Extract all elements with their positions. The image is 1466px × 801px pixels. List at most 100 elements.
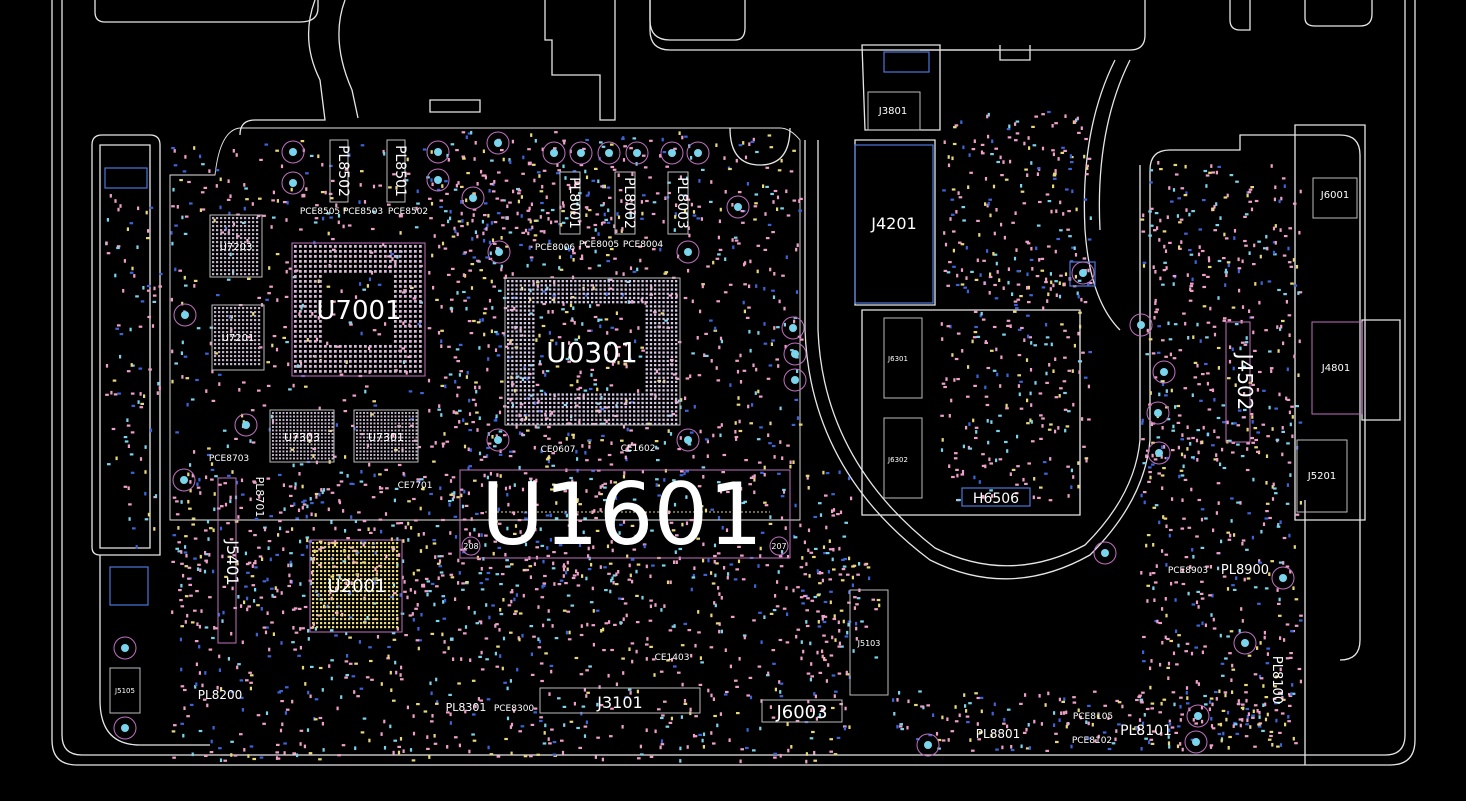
bga-ball (616, 292, 619, 295)
smd-pad (702, 542, 705, 547)
bga-ball (544, 292, 548, 295)
bga-ball (557, 414, 560, 417)
smd-pad (950, 198, 955, 201)
smd-pad (127, 444, 130, 448)
smd-pad (234, 437, 238, 440)
smd-pad (740, 210, 745, 213)
bga-ball (591, 284, 594, 287)
smd-pad (1224, 271, 1228, 274)
smd-pad (520, 195, 523, 199)
bga-ball (637, 397, 640, 400)
smd-pad (468, 429, 472, 432)
smd-pad (1161, 426, 1164, 430)
smd-pad (500, 199, 504, 202)
smd-pad (579, 164, 584, 167)
smd-pad (1045, 322, 1048, 327)
bga-ball (532, 410, 535, 413)
smd-pad (1180, 474, 1185, 477)
bga-ball (675, 401, 678, 405)
bga-ball (582, 414, 585, 417)
bga-ball (519, 301, 522, 304)
bga-ball (515, 347, 518, 350)
smd-pad (694, 643, 697, 648)
smd-pad (282, 201, 287, 204)
smd-pad (1020, 326, 1024, 330)
smd-pad (700, 217, 703, 221)
bga-ball (578, 301, 581, 304)
smd-pad (629, 329, 632, 333)
smd-pad (979, 273, 982, 277)
bga-ball (586, 410, 590, 413)
smd-pad (796, 369, 799, 373)
smd-pad (1192, 718, 1195, 722)
smd-pad (1006, 724, 1009, 729)
bga-ball (515, 338, 518, 342)
smd-pad (589, 477, 593, 481)
smd-pad (1055, 209, 1058, 213)
smd-pad (370, 678, 374, 681)
smd-pad (666, 580, 670, 585)
smd-pad (210, 468, 215, 471)
smd-pad (543, 434, 547, 437)
smd-pad (326, 341, 329, 346)
smd-pad (601, 757, 604, 762)
bga-ball (599, 418, 602, 421)
bga-ball (675, 313, 678, 316)
smd-pad (562, 139, 566, 142)
bga-ball (675, 305, 678, 308)
smd-pad (843, 725, 847, 728)
smd-pad (1157, 161, 1160, 165)
smd-pad (787, 748, 790, 753)
smd-pad (946, 271, 951, 274)
bga-ball (528, 330, 531, 333)
smd-pad (1295, 405, 1299, 408)
smd-pad (1298, 339, 1301, 344)
bga-ball (515, 309, 518, 312)
bga-ball (670, 317, 674, 321)
smd-pad (837, 620, 840, 625)
smd-pad (1173, 702, 1176, 707)
smd-pad (613, 224, 616, 228)
smd-pad (1149, 738, 1154, 741)
smd-pad (669, 432, 673, 436)
smd-pad (1017, 384, 1020, 388)
smd-pad (283, 326, 287, 329)
smd-pad (1159, 662, 1162, 667)
smd-pad (576, 571, 579, 576)
smd-pad (146, 237, 150, 240)
smd-pad (575, 569, 578, 573)
smd-pad (536, 753, 540, 756)
smd-pad (189, 594, 193, 597)
smd-pad (446, 711, 450, 714)
smd-pad (596, 402, 601, 405)
smd-pad (1235, 732, 1240, 735)
smd-pad (717, 235, 720, 240)
smd-pad (610, 326, 615, 329)
smd-pad (1151, 453, 1154, 458)
smd-pad (629, 691, 632, 695)
bga-ball (628, 406, 632, 409)
smd-pad (342, 399, 347, 402)
smd-pad (819, 513, 823, 517)
smd-pad (436, 700, 439, 704)
smd-pad (855, 637, 858, 641)
smd-pad (1051, 124, 1054, 128)
smd-pad (224, 502, 228, 507)
smd-pad (773, 189, 778, 193)
smd-pad (606, 331, 609, 335)
smd-pad (198, 624, 201, 629)
smd-pad (243, 748, 246, 752)
smd-pad (993, 253, 998, 256)
smd-pad (819, 572, 824, 575)
bga-ball (624, 296, 627, 300)
smd-pad (378, 184, 382, 187)
smd-pad (1205, 184, 1208, 188)
smd-pad (837, 672, 842, 675)
bga-ball (523, 385, 527, 388)
smd-pad (245, 679, 249, 682)
smd-pad (474, 402, 477, 407)
smd-pad (588, 342, 593, 345)
smd-pad (1164, 635, 1167, 640)
smd-pad (951, 353, 954, 357)
smd-pad (204, 553, 209, 556)
